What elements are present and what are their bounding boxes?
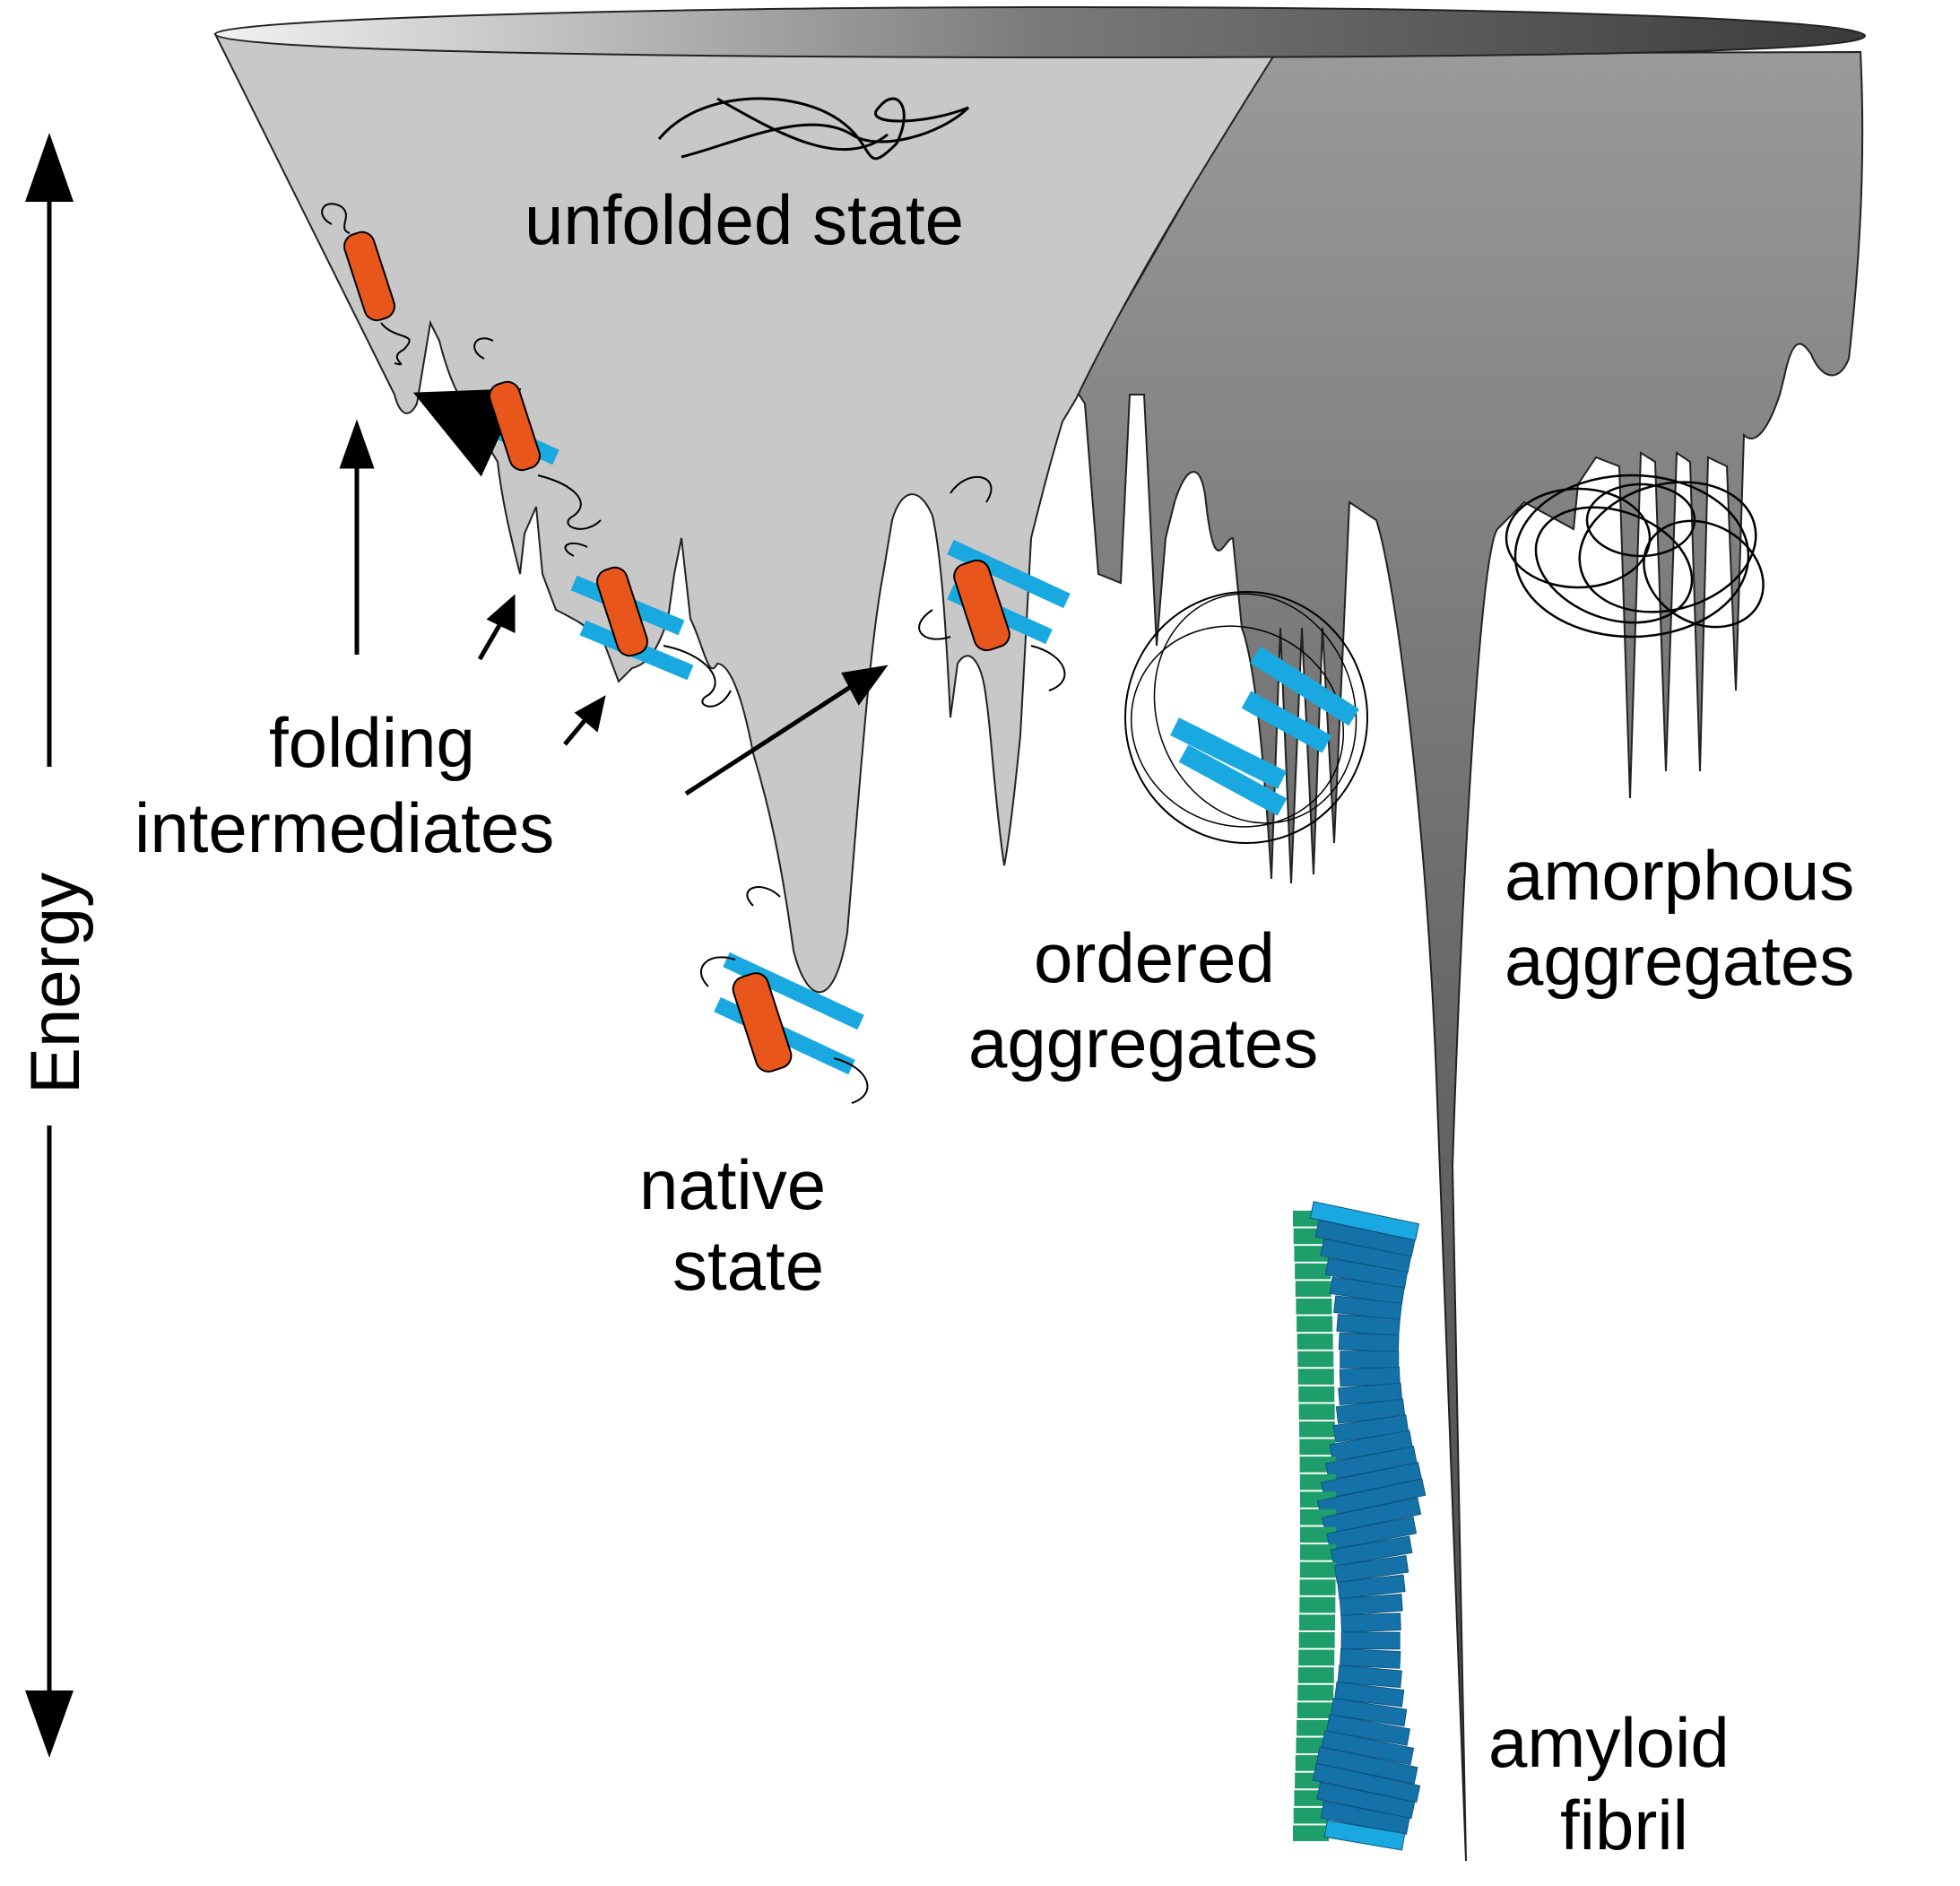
fibril-strand-edge (1297, 1369, 1334, 1385)
fibril-strand-edge (1294, 1246, 1331, 1262)
intermediate-4 (918, 476, 1071, 691)
fibril-strand (1330, 1698, 1408, 1727)
fibril-strand (1336, 1314, 1401, 1337)
fibril-strand (1320, 1801, 1410, 1835)
fibril-strand-edge (1295, 1263, 1331, 1280)
fibril-strand (1321, 1462, 1422, 1499)
label-folding: folding (269, 703, 475, 782)
fibril-strand-edge (1298, 1386, 1335, 1403)
fibril-strand-edge (1297, 1719, 1333, 1736)
fibril-strand (1312, 1763, 1421, 1803)
label-native: native (639, 1145, 826, 1224)
fibril-strand-edge (1295, 1281, 1331, 1297)
unfolded-chain-icon (657, 97, 970, 161)
label-amorphous: amorphous (1505, 836, 1854, 915)
label-ordered-aggregates: aggregates (968, 1004, 1318, 1082)
fibril-strand-edge (1298, 1632, 1335, 1648)
fibril-strand (1334, 1554, 1409, 1584)
fibril-strand-edge (1299, 1421, 1336, 1438)
aggregation-funnel (1074, 50, 1864, 1862)
fibril-strand-edge (1298, 1404, 1335, 1421)
label-native-state: state (672, 1226, 824, 1305)
intermediate-pointer-arrows (339, 419, 889, 796)
intermediate-3 (564, 542, 732, 708)
fibril-strand-edge (1299, 1596, 1336, 1613)
fibril-strand-edge (1293, 1807, 1330, 1824)
label-unfolded-state: unfolded state (525, 180, 964, 259)
fibril-strand-edge (1297, 1351, 1334, 1368)
fibril-strand (1323, 1820, 1406, 1851)
amyloid-fibril-structure (1293, 1201, 1427, 1851)
label-intermediates: intermediates (134, 788, 554, 867)
fibril-strand-edge (1296, 1298, 1332, 1315)
fibril-strand-edge (1297, 1334, 1333, 1350)
fibril-strand-edge (1299, 1438, 1336, 1456)
fibril-strand (1338, 1382, 1403, 1405)
intermediate-1 (321, 203, 411, 366)
fibril-strand-edge (1297, 1667, 1334, 1683)
fibril-strand-edge (1299, 1614, 1336, 1631)
fibril-strand-edge (1293, 1825, 1329, 1842)
native-state-molecule (699, 886, 869, 1104)
fibril-strand-edge (1298, 1649, 1335, 1666)
fibril-strand-edge (1297, 1316, 1333, 1333)
fibril-strand-edge (1299, 1526, 1336, 1543)
fibril-strand (1326, 1516, 1418, 1551)
fibril-strand (1340, 1647, 1401, 1669)
label-fibril: fibril (1560, 1786, 1688, 1864)
fibril-strand (1340, 1612, 1401, 1633)
fibril-strand (1337, 1664, 1402, 1689)
amorphous-aggregate (1505, 474, 1765, 639)
fibril-strand-edge (1297, 1684, 1334, 1701)
fibril-strand (1333, 1295, 1402, 1321)
fibril-strand (1338, 1332, 1400, 1352)
ordered-aggregate (1124, 591, 1368, 844)
fibril-strand (1339, 1593, 1403, 1616)
fibril-strand (1334, 1681, 1405, 1708)
energy-axis-arrow (25, 133, 74, 1758)
fibril-strand (1339, 1366, 1401, 1387)
funnel-rim (213, 5, 1867, 59)
fibril-strand (1322, 1497, 1422, 1534)
fibril-strand (1340, 1351, 1400, 1369)
fibril-strand (1330, 1535, 1413, 1567)
fibril-strand (1316, 1782, 1416, 1820)
folding-funnel (213, 32, 1277, 994)
fibril-strand-edge (1297, 1702, 1333, 1718)
fibril-strand (1326, 1714, 1411, 1746)
fibril-strand (1337, 1574, 1406, 1600)
fibril-strand (1321, 1730, 1415, 1766)
fibril-strand-edge (1299, 1544, 1336, 1560)
fibril-strand (1340, 1631, 1401, 1650)
label-ordered: ordered (1034, 918, 1275, 997)
label-amorphous-aggregates: aggregates (1505, 921, 1854, 1000)
label-amyloid: amyloid (1488, 1703, 1730, 1782)
intermediate-2 (412, 337, 602, 530)
label-energy: Energy (15, 873, 94, 1094)
fibril-strand-edge (1299, 1561, 1336, 1578)
fibril-strand (1315, 1746, 1418, 1785)
fibril-strand-edge (1299, 1579, 1336, 1595)
